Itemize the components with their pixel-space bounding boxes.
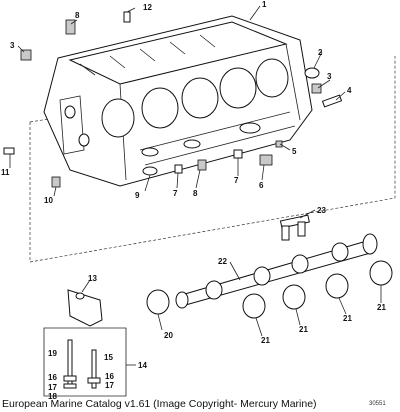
callout-20: 20 <box>164 331 173 340</box>
cam-bearings <box>146 260 393 319</box>
callout-21-b: 21 <box>299 325 308 334</box>
callout-12: 12 <box>143 3 152 12</box>
leader-lines <box>9 5 382 366</box>
callout-5: 5 <box>292 147 297 156</box>
lifter-guide <box>279 214 310 241</box>
callout-3-right: 3 <box>327 72 332 81</box>
stud-kit <box>43 327 127 397</box>
figure-number: 30551 <box>369 401 386 407</box>
callout-17-left: 17 <box>48 383 57 392</box>
callout-labels: 1 2 3 3 4 5 6 7 7 8 8 9 10 11 12 13 14 1… <box>1 0 386 401</box>
callout-2: 2 <box>318 48 323 57</box>
catalog-caption: European Marine Catalog v1.61 (Image Cop… <box>2 398 317 410</box>
callout-8-top: 8 <box>75 11 80 20</box>
callout-15: 15 <box>104 353 113 362</box>
callout-7-right: 7 <box>234 176 239 185</box>
callout-10: 10 <box>44 196 53 205</box>
main-bearing-cap <box>67 289 103 327</box>
camshaft <box>175 233 378 309</box>
callout-16-right: 16 <box>105 372 114 381</box>
callout-21-a: 21 <box>261 336 270 345</box>
callout-6: 6 <box>259 181 264 190</box>
small-parts <box>3 11 343 188</box>
callout-18: 18 <box>48 392 57 401</box>
callout-23: 23 <box>317 206 326 215</box>
engine-block <box>43 15 313 187</box>
assembly-dashed-outline <box>29 56 396 263</box>
callout-13: 13 <box>88 274 97 283</box>
callout-16-left: 16 <box>48 373 57 382</box>
callout-3-left: 3 <box>10 41 15 50</box>
callout-8-right: 8 <box>193 189 198 198</box>
callout-22: 22 <box>218 257 227 266</box>
callout-19: 19 <box>48 349 57 358</box>
callout-11: 11 <box>1 168 10 177</box>
callout-7-left: 7 <box>173 189 178 198</box>
callout-14: 14 <box>138 361 147 370</box>
callout-4: 4 <box>347 86 352 95</box>
callout-21-d: 21 <box>377 303 386 312</box>
cylinder-bores <box>101 58 289 138</box>
callout-17-right: 17 <box>105 381 114 390</box>
callout-1: 1 <box>262 0 267 9</box>
callout-21-c: 21 <box>343 314 352 323</box>
callout-9: 9 <box>135 191 140 200</box>
